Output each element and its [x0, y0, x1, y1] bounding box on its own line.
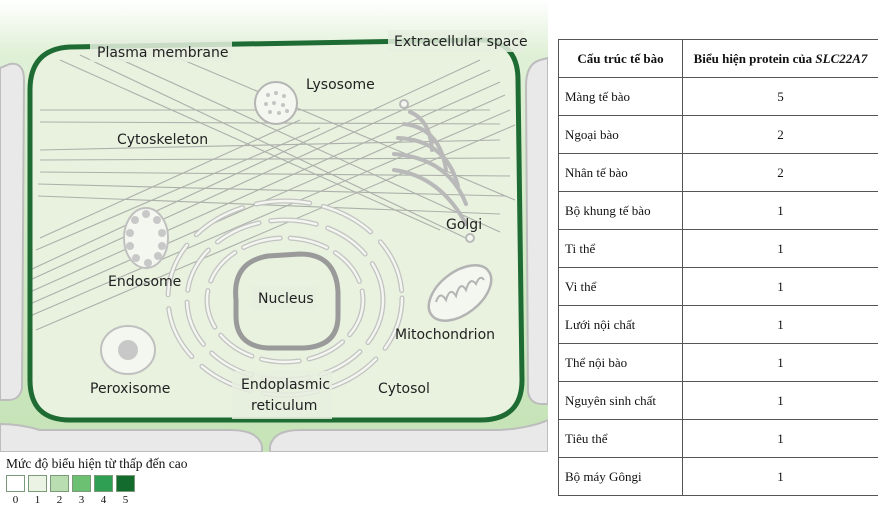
legend-title: Mức độ biểu hiện từ thấp đến cao	[6, 456, 246, 472]
golgi-label: Golgi	[446, 217, 482, 233]
endosome	[124, 208, 168, 268]
row-value: 1	[683, 230, 878, 268]
plasma-membrane-label: Plasma membrane	[97, 45, 228, 61]
row-structure: Thể nội bào	[559, 344, 683, 382]
row-structure: Vi thể	[559, 268, 683, 306]
row-value: 1	[683, 306, 878, 344]
row-structure: Bộ máy Gôngi	[559, 458, 683, 496]
row-value: 1	[683, 420, 878, 458]
neighbor-cell-right	[526, 58, 548, 404]
cell-diagram: Plasma membrane Extracellular space Lyso…	[0, 0, 548, 452]
header-expression-gene: SLC22A7	[815, 51, 867, 66]
legend-swatch-3	[72, 475, 91, 492]
legend-number-2: 2	[50, 494, 69, 506]
row-structure: Màng tế bào	[559, 78, 683, 116]
peroxisome-label: Peroxisome	[90, 381, 170, 397]
legend-number-3: 3	[72, 494, 91, 506]
peroxisome	[101, 326, 155, 374]
row-structure: Tiêu thể	[559, 420, 683, 458]
cell-diagram-svg: Plasma membrane Extracellular space Lyso…	[0, 0, 548, 452]
lysosome-label: Lysosome	[306, 77, 375, 93]
nucleus-label: Nucleus	[258, 291, 314, 307]
er-label-line2: reticulum	[251, 398, 317, 414]
header-expression-prefix: Biểu hiện protein của	[694, 51, 816, 66]
neighbor-cell-left	[0, 64, 24, 400]
row-structure: Nhân tế bào	[559, 154, 683, 192]
header-structure: Cấu trúc tế bào	[559, 40, 683, 78]
row-structure: Ngoại bào	[559, 116, 683, 154]
legend-number-0: 0	[6, 494, 25, 506]
row-value: 2	[683, 154, 878, 192]
row-value: 1	[683, 344, 878, 382]
er-label-line1: Endoplasmic	[241, 377, 330, 393]
legend-swatch-1	[28, 475, 47, 492]
cytoskeleton-label: Cytoskeleton	[117, 132, 208, 148]
extracellular-space-label: Extracellular space	[394, 34, 528, 50]
row-structure: Ti thể	[559, 230, 683, 268]
legend-number-4: 4	[94, 494, 113, 506]
row-value: 1	[683, 382, 878, 420]
table-header-row: Cấu trúc tế bào Biểu hiện protein của SL…	[559, 40, 878, 78]
legend-swatch-2	[50, 475, 69, 492]
row-value: 1	[683, 268, 878, 306]
row-structure: Nguyên sinh chất	[559, 382, 683, 420]
row-value: 1	[683, 458, 878, 496]
legend-numbers: 0 1 2 3 4 5	[6, 494, 246, 506]
expression-legend: Mức độ biểu hiện từ thấp đến cao 0 1 2 3…	[6, 456, 246, 516]
legend-swatch-5	[116, 475, 135, 492]
cytosol-label: Cytosol	[378, 381, 430, 397]
legend-swatch-4	[94, 475, 113, 492]
legend-number-5: 5	[116, 494, 135, 506]
row-structure: Bộ khung tế bào	[559, 192, 683, 230]
legend-swatch-0	[6, 475, 25, 492]
lysosome	[255, 82, 297, 124]
row-value: 2	[683, 116, 878, 154]
row-structure: Lưới nội chất	[559, 306, 683, 344]
legend-number-1: 1	[28, 494, 47, 506]
endosome-label: Endosome	[108, 274, 181, 290]
header-expression: Biểu hiện protein của SLC22A7	[683, 40, 878, 78]
expression-table: Cấu trúc tế bào Biểu hiện protein của SL…	[558, 39, 878, 496]
row-value: 5	[683, 78, 878, 116]
row-value: 1	[683, 192, 878, 230]
legend-swatches	[6, 475, 246, 492]
mitochondrion-label: Mitochondrion	[395, 327, 495, 343]
